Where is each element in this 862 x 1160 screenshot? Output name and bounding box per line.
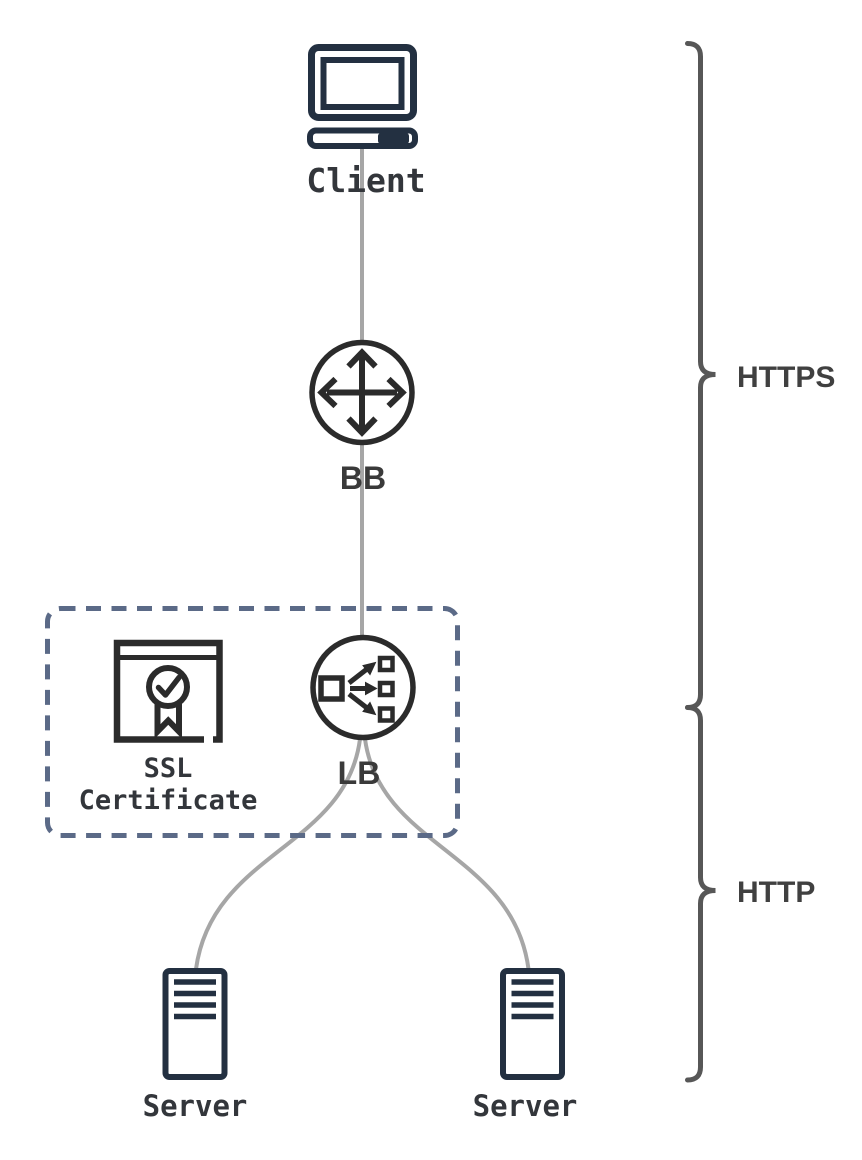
connectors xyxy=(194,147,531,970)
certificate-checkmark-icon xyxy=(155,674,182,698)
protocol-braces xyxy=(685,41,716,1083)
connector-lb-to-server-right xyxy=(363,738,531,970)
server-right-icon xyxy=(500,968,565,1080)
certificate-badge-circle xyxy=(146,665,190,709)
ssl-label-line2: Certificate xyxy=(79,785,258,816)
server-left-tower xyxy=(162,968,228,1080)
lb-target-squares xyxy=(377,655,395,723)
load-balancer-icon xyxy=(310,634,416,741)
http-label: HTTP xyxy=(737,876,815,909)
client-label: Client xyxy=(306,161,425,200)
bb-label: BB xyxy=(340,460,386,496)
https-brace xyxy=(685,41,716,710)
http-brace xyxy=(685,705,716,1083)
client-power-slot xyxy=(378,133,409,144)
https-label: HTTPS xyxy=(737,361,835,394)
bb-arrowhead-right xyxy=(386,376,407,409)
client-icon xyxy=(307,44,418,149)
server-right-label: Server xyxy=(473,1089,578,1123)
server-right-vents xyxy=(511,979,554,1020)
server-left-label: Server xyxy=(143,1089,248,1123)
bb-router-icon xyxy=(309,339,415,446)
ssl-label-line1: SSL xyxy=(144,753,193,784)
lb-source-square xyxy=(318,675,345,702)
server-left-vents xyxy=(174,979,216,1020)
bb-cross-arrows xyxy=(317,348,407,437)
bb-arrowhead-down xyxy=(346,416,378,437)
bb-arrowhead-left xyxy=(317,376,338,409)
client-keyboard-base xyxy=(307,127,418,149)
client-monitor-screen xyxy=(320,57,405,110)
connector-lb-to-server-left xyxy=(194,738,362,970)
lb-distribution-arrows xyxy=(347,661,378,716)
lb-label: LB xyxy=(338,755,381,791)
client-monitor-frame xyxy=(308,44,417,121)
ssl-certificate-icon xyxy=(113,639,223,743)
server-right-tower xyxy=(500,968,565,1080)
ssl-zone-dashed-box xyxy=(45,606,460,838)
certificate-window-frame xyxy=(113,639,223,743)
server-left-icon xyxy=(162,968,228,1080)
certificate-ribbon xyxy=(154,701,182,739)
bb-arrowhead-up xyxy=(346,348,378,369)
